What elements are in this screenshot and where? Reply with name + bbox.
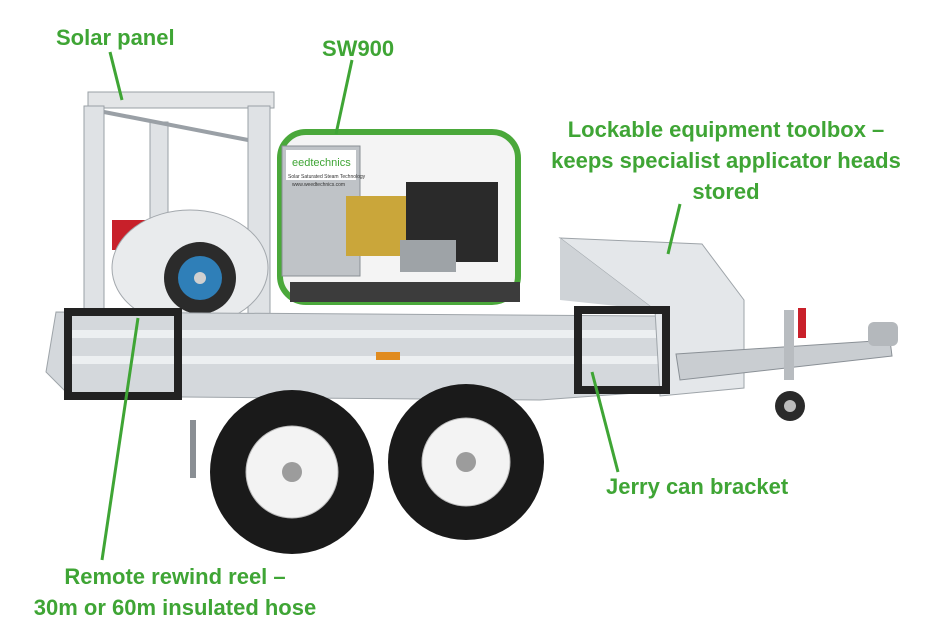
toolbox-label-line: stored [692,179,760,204]
drawbar [675,308,898,421]
wheel-rear [388,384,544,540]
leader-solar-panel [108,51,124,101]
toolbox-label-line: Lockable equipment toolbox – [567,117,885,142]
leader-toolbox [666,203,682,255]
jerry-can-label: Jerry can bracket [606,474,789,499]
leader-jerry-can [590,371,620,473]
brand-text: eedtechnics [292,157,351,169]
wheel-front [210,390,374,554]
sw900-unit: eedtechnics Solar Saturated Steam Techno… [277,129,521,305]
brand-tagline: Solar Saturated Steam Technology [288,174,366,180]
toolbox-label: Lockable equipment toolbox – keeps speci… [530,114,922,207]
sw900-label: SW900 [322,36,395,61]
leader-reel [100,317,140,561]
reel-label-line: Remote rewind reel – [64,564,286,589]
toolbox-label-line: keeps specialist applicator heads [551,148,901,173]
solar-panel-frame [83,91,275,329]
leader-lines [100,51,682,561]
solar-panel-label: Solar panel [56,25,175,50]
reel-label: Remote rewind reel – 30m or 60m insulate… [20,561,330,623]
brand-url: www.weedtechnics.com [292,182,345,188]
jerry-can-brackets [64,306,670,400]
hose-reel [111,209,269,327]
reel-label-line: 30m or 60m insulated hose [33,595,317,620]
leader-sw900 [334,59,354,135]
